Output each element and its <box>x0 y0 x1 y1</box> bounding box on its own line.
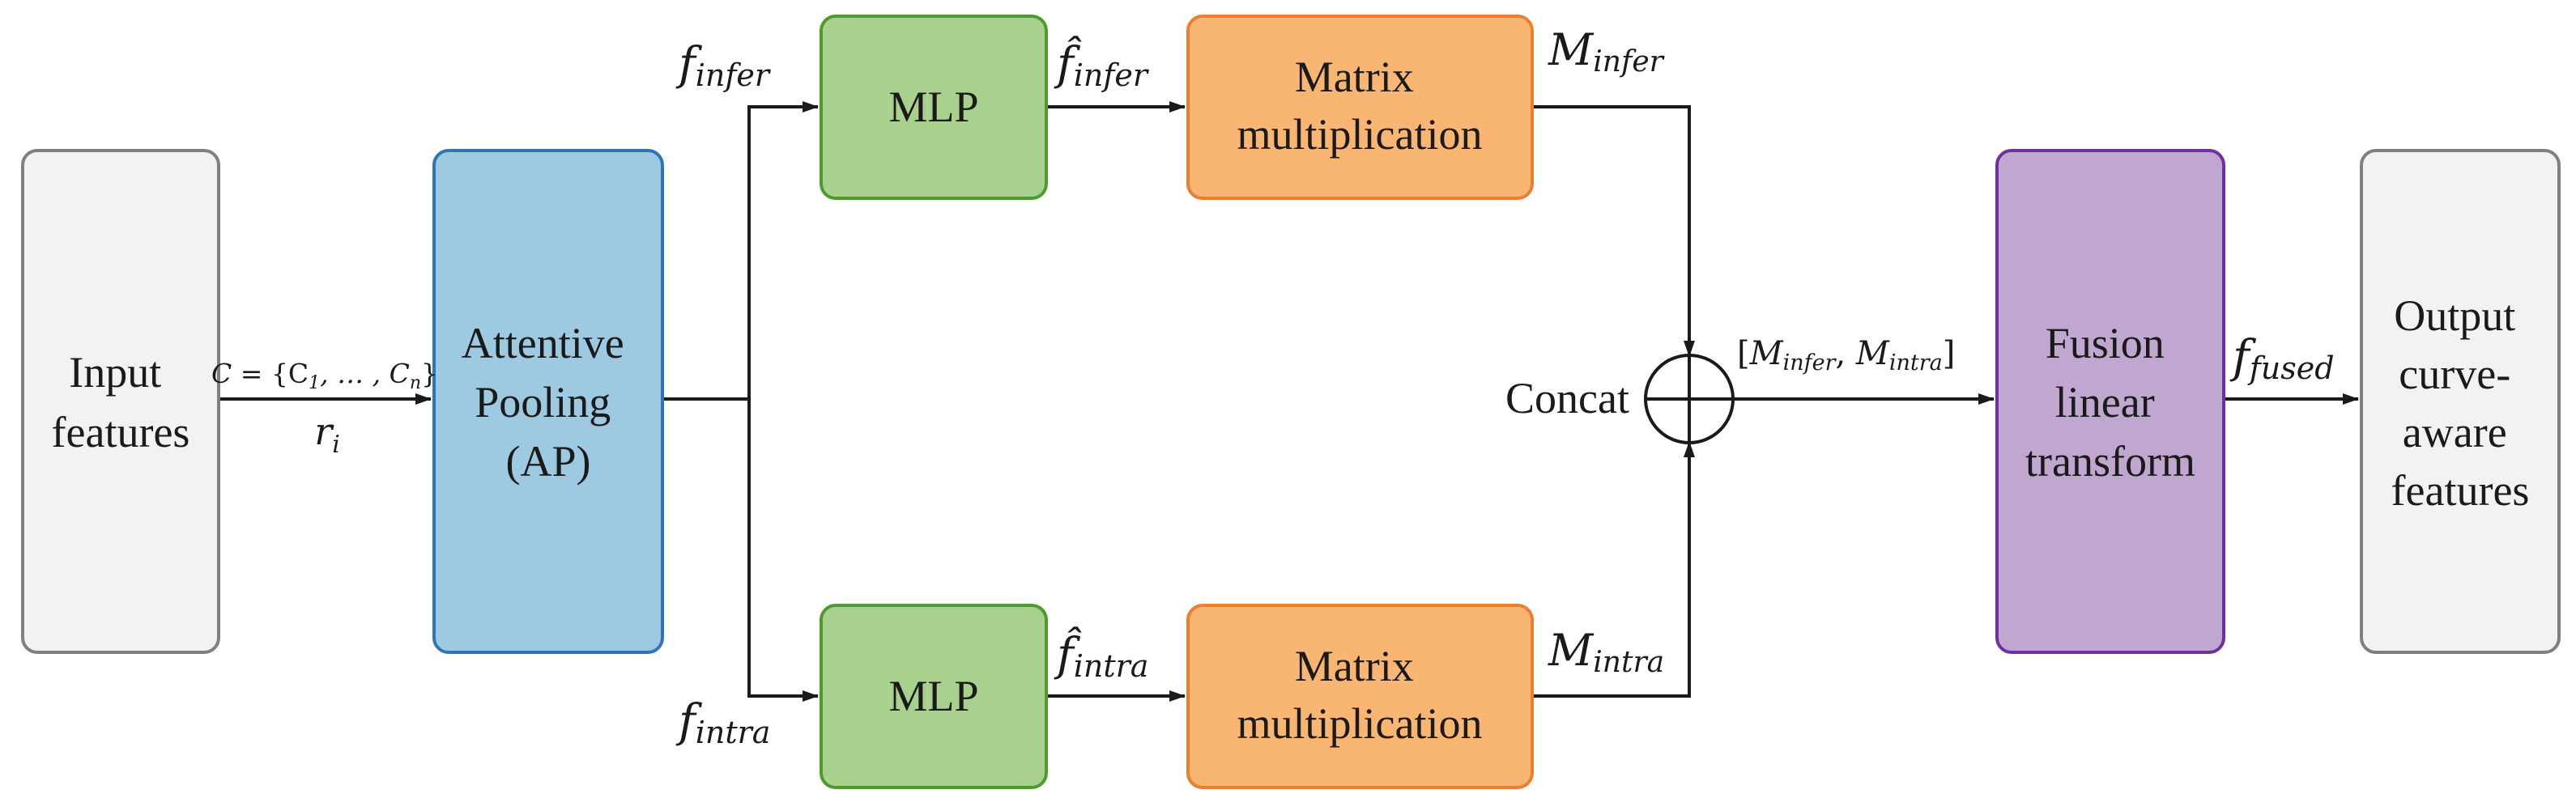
mlp-top-block: MLP <box>820 15 1048 200</box>
label-m-intra: Mintra <box>1548 625 1664 679</box>
svg-text:Attentive Pooling: Attentive Pooling (AP) <box>462 319 635 486</box>
output-label-line-4: features <box>2391 466 2530 515</box>
edge-labels: C = {C1, … , Cn} ri finfer fintra f̂infe… <box>211 24 2335 750</box>
label-c-set: C = {C1, … , Cn} <box>211 358 438 393</box>
mm-bottom-label-line-2: multiplication <box>1237 699 1483 748</box>
svg-text:Matrix multiplication: Matrix multiplication <box>1237 642 1483 748</box>
output-label-line-2: curve- <box>2399 350 2510 398</box>
output-features-block: Output curve- aware features <box>2360 149 2561 654</box>
mm-bottom-label-line-1: Matrix <box>1295 642 1414 690</box>
svg-text:Fusion linear tran: Fusion linear transform <box>2025 319 2195 486</box>
label-r-i: ri <box>314 410 340 459</box>
label-m-infer: Minfer <box>1548 24 1665 79</box>
mm-top-label-line-1: Matrix <box>1295 53 1414 101</box>
edge-mm-top-to-concat <box>1532 105 1695 357</box>
connectors <box>219 101 2359 702</box>
matrix-mult-top-block: Matrix multiplication <box>1186 15 1534 200</box>
matrix-mult-bottom-block: Matrix multiplication <box>1186 604 1534 789</box>
ap-label-line-1: Attentive <box>462 319 624 367</box>
edge-mm-bottom-to-concat <box>1532 441 1695 698</box>
svg-text:MLP: MLP <box>888 672 978 720</box>
label-f-infer: finfer <box>675 38 772 93</box>
mlp-bottom-label: MLP <box>888 672 978 720</box>
fusion-label-line-1: Fusion <box>2046 319 2165 367</box>
attentive-pooling-block: Attentive Pooling (AP) <box>432 149 664 654</box>
mm-top-label-line-2: multiplication <box>1237 110 1483 159</box>
input-label-line-1: Input <box>69 348 161 397</box>
fusion-block: Fusion linear transform <box>1995 149 2225 654</box>
ap-label-line-2: Pooling <box>475 378 611 427</box>
input-features-block: Input features <box>21 149 220 654</box>
mlp-top-label: MLP <box>888 83 978 131</box>
svg-text:Output curve- awar: Output curve- aware features <box>2391 291 2530 515</box>
svg-text:Input features: Input features <box>52 348 190 456</box>
concat-label: Concat <box>1505 374 1629 422</box>
fusion-label-line-2: linear <box>2055 378 2155 427</box>
label-concat-output: [Minfer, Mintra] <box>1737 335 1955 376</box>
svg-text:Matrix multiplication: Matrix multiplication <box>1237 53 1483 159</box>
input-label-line-2: features <box>52 408 190 456</box>
svg-text:MLP: MLP <box>888 83 978 131</box>
label-f-intra: fintra <box>675 695 770 750</box>
mlp-bottom-block: MLP <box>820 604 1048 789</box>
label-fhat-infer: f̂infer <box>1054 35 1150 93</box>
output-label-line-1: Output <box>2394 291 2515 340</box>
concat-node: Concat <box>1505 354 1735 444</box>
label-f-fused: ffused <box>2229 331 2335 386</box>
fusion-label-line-3: transform <box>2025 437 2195 486</box>
ap-label-line-3: (AP) <box>506 437 591 486</box>
output-label-line-3: aware <box>2403 408 2507 456</box>
label-fhat-intra: f̂intra <box>1054 626 1148 684</box>
